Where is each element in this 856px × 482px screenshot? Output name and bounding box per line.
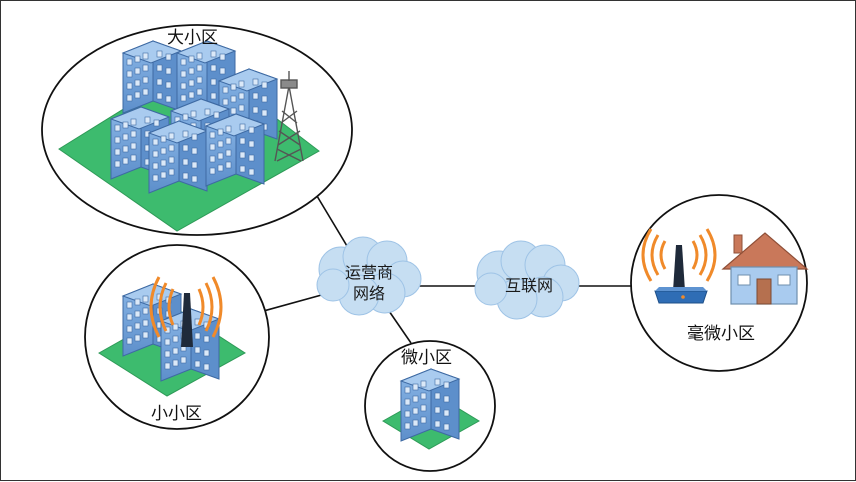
router-icon <box>654 245 708 304</box>
operator-label-line1: 运营商 <box>345 263 393 282</box>
operator-network-cloud: 运营商 网络 <box>316 236 422 316</box>
internet-cloud: 互联网 <box>474 240 580 320</box>
signal-waves-icon <box>641 228 717 282</box>
femto-cell: 毫微小区 <box>630 194 809 372</box>
femto-cell-label: 毫微小区 <box>687 324 755 344</box>
micro-cell-label: 微小区 <box>401 348 452 368</box>
macro-cell: 大小区 <box>41 24 353 236</box>
small-cell: 小小区 <box>84 244 270 430</box>
internet-label: 互联网 <box>505 276 553 295</box>
macro-cell-label: 大小区 <box>167 28 218 48</box>
house-icon <box>721 232 809 305</box>
micro-cell: 微小区 <box>364 340 496 472</box>
cell-tower-icon <box>274 71 304 162</box>
signal-waves-icon <box>149 276 223 338</box>
antenna-icon <box>181 293 193 347</box>
operator-label-line2: 网络 <box>353 284 385 303</box>
small-cell-label: 小小区 <box>151 404 202 424</box>
link-micro-operator <box>388 310 412 344</box>
